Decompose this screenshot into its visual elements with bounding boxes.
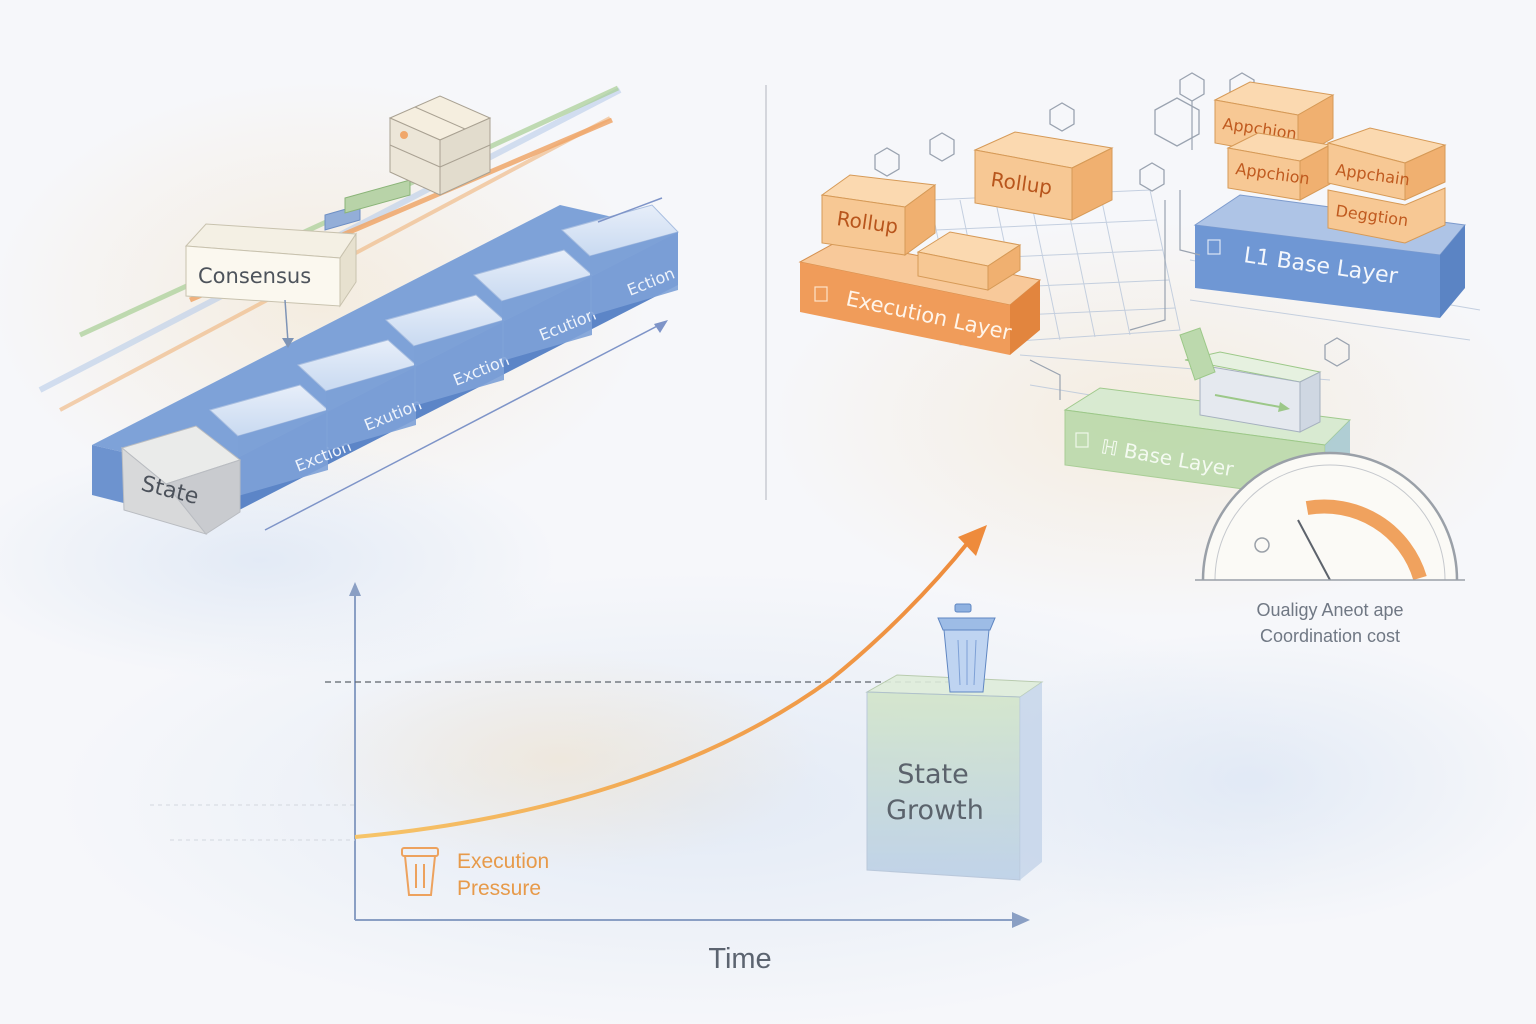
state-block: State	[120, 425, 242, 535]
execution-pressure-chart: State Growth	[150, 525, 1044, 928]
arrow-icon	[958, 525, 987, 556]
bucket-icon	[401, 847, 439, 896]
x-axis-label: Time	[708, 943, 772, 975]
state-growth-label-2: Growth	[886, 795, 984, 826]
arrow-icon	[264, 321, 666, 531]
appchain-block: Appchain	[1326, 127, 1447, 201]
execution-pressure-label-2: Pressure	[457, 877, 542, 900]
gauge-caption-2: Coordination cost	[1259, 626, 1401, 646]
state-growth-label-1: State	[897, 759, 968, 790]
rollup-block: Rollup	[973, 131, 1114, 221]
gauge-caption-1: Oualigy Aneot ape	[1256, 600, 1404, 620]
execution-pressure-curve	[354, 538, 972, 839]
execution-pressure-label-1: Execution	[457, 850, 550, 873]
rollup-block	[916, 231, 1022, 291]
execution-block: Ection	[561, 204, 679, 316]
modular-stack: L1 Base Layer Appchion Appchion Appchain…	[798, 72, 1481, 581]
state-growth-box: State Growth	[865, 674, 1044, 881]
consensus-label: Consensus	[198, 264, 311, 288]
rollup-block: Rollup	[820, 174, 937, 256]
trash-can-icon	[937, 603, 996, 693]
consensus-block: Consensus	[184, 223, 357, 308]
monolithic-chain: Exction Exution Exction Ecution Ection	[38, 85, 679, 535]
gauge-icon	[1195, 451, 1465, 581]
appchain-block: Appchion	[1226, 132, 1332, 201]
deggtion-block: Deggtion	[1327, 187, 1446, 244]
execution-block: Exution	[297, 339, 424, 451]
node-cube-icon	[388, 95, 492, 196]
